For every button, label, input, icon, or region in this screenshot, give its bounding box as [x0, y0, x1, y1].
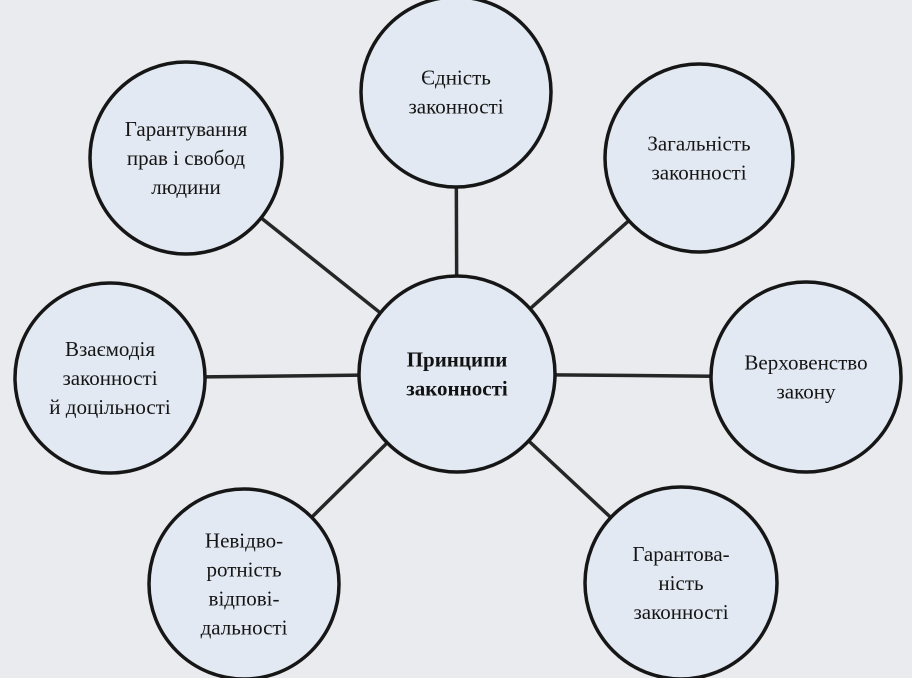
node-label-line: Гарантова- [632, 542, 729, 566]
node-label-line: ність [658, 571, 703, 595]
node-label-line: дальності [201, 616, 288, 640]
connectors [201, 183, 715, 521]
node-label-line: законності [651, 161, 746, 185]
node-circle-inevitability [147, 487, 341, 678]
node-unity: Єдність законності [359, 0, 553, 189]
node-label-line: Загальність [647, 132, 750, 156]
node-center: Принципи законності [357, 274, 557, 474]
connector-universality [526, 217, 633, 312]
connector-inevitability [308, 439, 391, 521]
node-label-line: Верховенство [744, 351, 867, 375]
node-label-line: закону [777, 380, 836, 404]
node-label-line: Єдність [421, 66, 491, 90]
node-interaction: Взаємодія законності й доцільності [13, 281, 207, 475]
node-circle-guarantee [583, 485, 779, 678]
node-label-line: Взаємодія [65, 337, 155, 361]
node-circle-center [357, 274, 557, 474]
node-circle-rule-of-law [709, 280, 903, 474]
connector-rule-of-law [551, 373, 715, 378]
node-label-line: законності [633, 600, 728, 624]
node-rule-of-law: Верховенство закону [709, 280, 903, 474]
connector-guarantee [525, 437, 615, 521]
node-guarantee: Гарантова-ність законності [583, 485, 779, 678]
node-circle-interaction [13, 281, 207, 475]
node-inevitability: Невідво-ротність відпові-дальності [147, 487, 341, 678]
node-human-rights: Гарантування прав і свобод людини [88, 60, 284, 256]
node-label-line: законності [408, 95, 503, 119]
node-label-line: ротність [206, 558, 281, 582]
node-label-line: відпові- [209, 587, 280, 611]
node-label-line: Гарантування [125, 117, 248, 141]
node-circle-human-rights [88, 60, 284, 256]
connector-interaction [201, 373, 363, 379]
node-universality: Загальність законності [603, 62, 795, 254]
node-circle-universality [603, 62, 795, 254]
node-circle-unity [359, 0, 553, 189]
nodes: ЄдністьзаконностіЗагальністьзаконностіВе… [13, 0, 903, 678]
node-label-line: людини [151, 175, 221, 199]
node-label-line: й доцільності [49, 395, 171, 419]
node-label-line: законності [406, 377, 508, 401]
node-label-line: Принципи [407, 348, 508, 372]
node-label-line: законності [62, 366, 157, 390]
node-label-line: прав і свобод [127, 146, 245, 170]
connector-human-rights [257, 214, 384, 316]
node-label-line: Невідво- [205, 529, 283, 553]
